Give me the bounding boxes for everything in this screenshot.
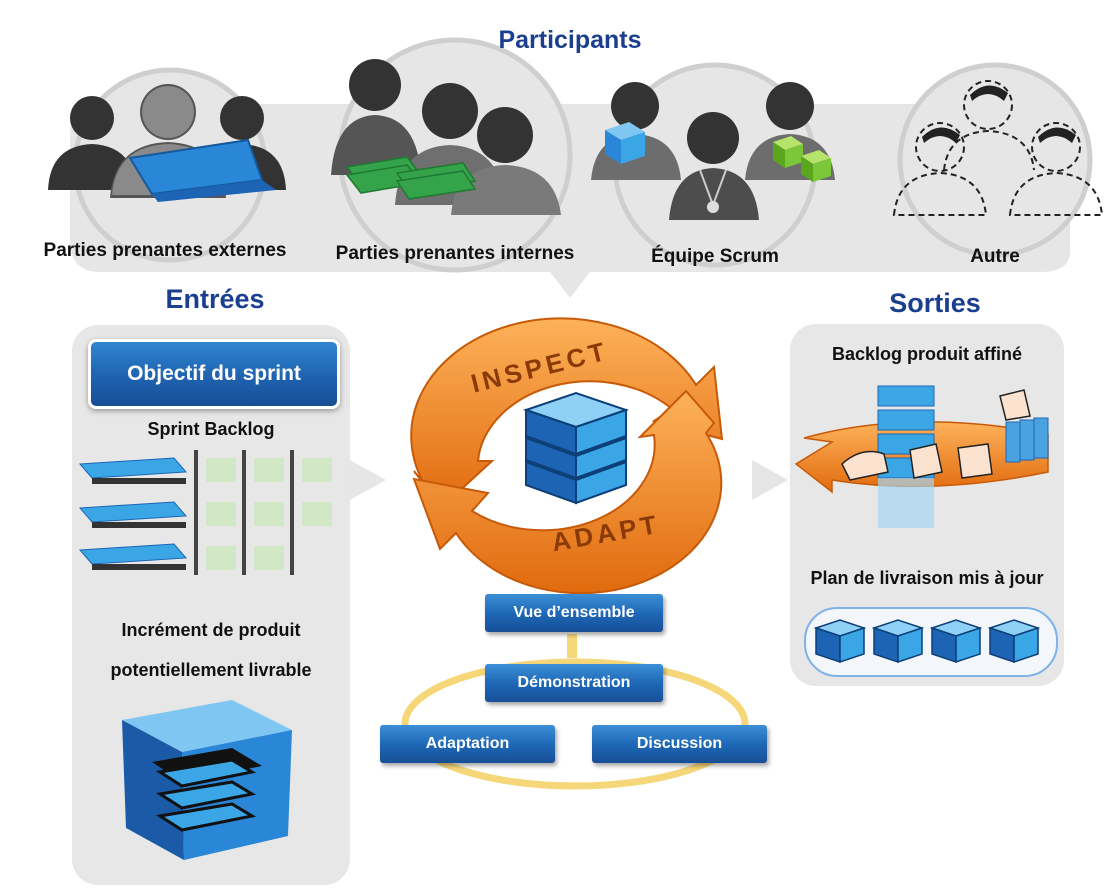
sprint-backlog-grid-icon <box>78 450 332 575</box>
participants-title: Participants <box>498 26 642 54</box>
scrum-team-icon <box>591 82 835 220</box>
sprint-backlog-label: Sprint Backlog <box>147 419 275 439</box>
other-participants-icon <box>892 80 1104 216</box>
step-adaptation: Adaptation <box>380 725 555 763</box>
flow-arrow-right <box>752 460 788 500</box>
group-label-external: Parties prenantes externes <box>43 240 287 261</box>
product-increment-cube-icon <box>122 700 292 860</box>
inspect-adapt-cycle <box>410 317 724 595</box>
external-stakeholders-icon <box>48 84 286 202</box>
increment-label-line2: potentiellement livrable <box>110 660 312 680</box>
inputs-title: Entrées <box>165 284 265 314</box>
group-label-internal: Parties prenantes internes <box>335 243 575 264</box>
internal-stakeholders-icon <box>331 59 561 215</box>
step-demonstration: Démonstration <box>485 664 663 702</box>
group-label-other: Autre <box>970 246 1020 267</box>
refined-backlog-icon <box>794 385 1049 528</box>
release-plan-cubes-icon <box>813 619 1041 664</box>
increment-label-line1: Incrément de produit <box>121 620 301 640</box>
sprint-goal-box: Objectif du sprint <box>88 339 340 409</box>
release-plan-label: Plan de livraison mis à jour <box>810 568 1044 588</box>
outputs-title: Sorties <box>889 288 981 318</box>
review-ring <box>401 634 749 790</box>
flow-arrow-left <box>350 460 386 500</box>
group-label-scrum-team: Équipe Scrum <box>651 246 779 267</box>
refined-backlog-label: Backlog produit affiné <box>831 344 1022 364</box>
step-discussion: Discussion <box>592 725 767 763</box>
step-overview: Vue d’ensemble <box>485 594 663 632</box>
